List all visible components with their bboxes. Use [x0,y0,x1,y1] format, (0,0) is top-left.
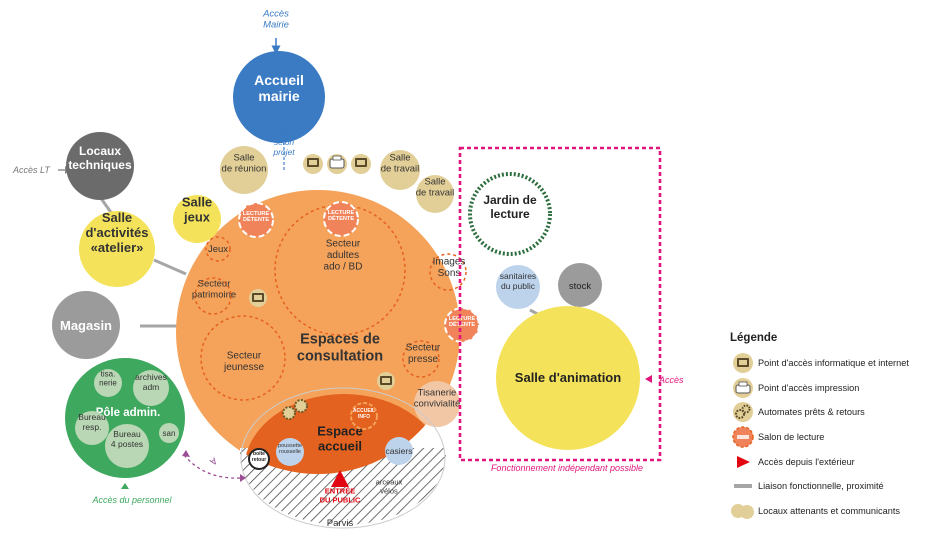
archives-circle [133,370,169,406]
entree-arrow-icon [331,470,349,487]
salle-jeux-circle[interactable] [173,195,221,243]
legend-item-printer: Point d'accès impression [728,376,924,401]
legend-item-computer: Point d'accès informatique et internet [728,351,924,376]
accueil-mairie-circle[interactable] [233,51,325,143]
salle-reunion-circle[interactable] [220,146,268,194]
espace-accueil-area[interactable] [244,394,444,542]
pole-admin-title: Pôle admin. [96,407,161,419]
legend: Légende Point d'accès informatique et in… [728,332,924,523]
jardin-circle[interactable] [468,172,552,256]
computer-icon [728,352,758,374]
staff-link [183,454,243,479]
pole-tisanerie-label: tisa.nerie [99,369,117,387]
jeux-label: Jeux [208,244,228,255]
stock-label: stock [569,281,591,292]
svg-text:∀: ∀ [208,455,219,467]
salle-animation-label: Salle d'animation [515,370,621,385]
casiers-label: casiers [386,446,413,456]
independent-zone-frame [458,146,662,462]
locaux-techniques-circle[interactable] [66,132,134,200]
red-arrow-icon [728,451,758,473]
legend-title: Légende [730,332,778,344]
san-label: san [163,429,176,438]
legend-item-reading: Salon de lecture [728,425,924,450]
gears-icon [728,401,758,423]
legend-item-gears: Automates prêts & retours [728,400,924,425]
gears-icons [282,399,308,420]
legend-item-access: Accès depuis l'extérieur [728,449,924,474]
salle-travail-2-circle[interactable] [416,175,454,213]
computer-icons [249,289,395,390]
boite-retour-circle [248,448,270,470]
top-equipment-icons [303,154,371,174]
poussette-circle [276,438,304,466]
salle-animation-circle[interactable] [496,306,640,450]
acces-animation-label: Accès [658,375,684,385]
gray-line-icon [728,475,758,497]
adjacent-circles-icon [728,500,758,522]
reading-lounge-icon [728,426,758,448]
tisanerie-circle[interactable] [414,381,460,427]
pole-tisanerie-circle [94,369,122,397]
bureau-4-circle [105,424,149,468]
salle-atelier-circle[interactable] [79,211,155,287]
interior-zones [194,204,467,401]
magasin-label: Magasin [60,318,112,333]
stock-circle[interactable] [558,263,602,307]
sanitaires-circle[interactable] [496,265,540,309]
acces-lt-label: Accès LT [12,165,51,175]
accueil-info-circle [350,402,378,430]
acces-personnel-label: Accès du personnel [91,495,172,505]
san-circle [159,423,179,443]
parvis-label: Parvis [327,518,354,529]
fonctionnement-label: Fonctionnement indépendant possible [491,463,643,473]
legend-item-adjacent: Locaux attenants et communicants [728,499,924,524]
casiers-circle [385,437,413,465]
salle-travail-1-circle[interactable] [380,150,420,190]
legend-item-link: Liaison fonctionnelle, proximité [728,474,924,499]
magasin-circle[interactable] [52,291,120,359]
bureau-resp-circle [75,411,109,445]
printer-icon [728,377,758,399]
